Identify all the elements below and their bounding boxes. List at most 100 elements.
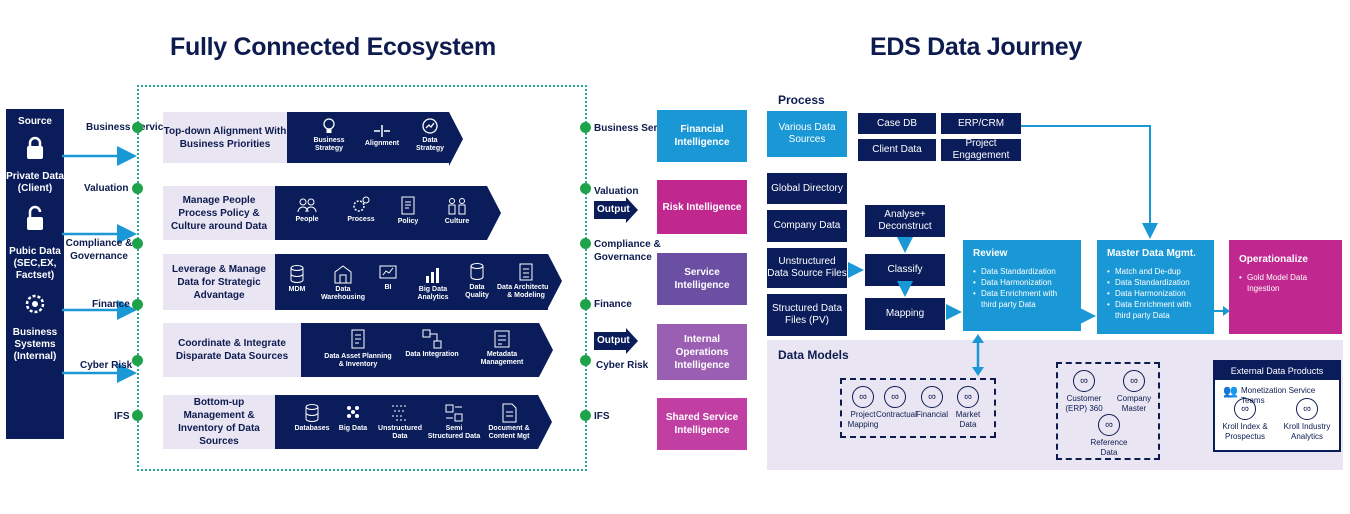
model-label: Financial (915, 410, 948, 419)
review-item: Data Harmonization (973, 277, 1071, 288)
lock-open-icon (6, 205, 64, 236)
operationalize-title: Operationalize (1239, 254, 1308, 265)
gears-icon (6, 292, 64, 321)
review-title: Review (973, 248, 1008, 259)
operationalize-stage: Operationalize Gold Model Data Ingestion (1229, 240, 1342, 334)
item-label: Culture (444, 218, 470, 225)
data-architecture-icon: Data Architecture & Modeling (495, 262, 557, 300)
item-label: Process (347, 216, 375, 223)
external-title: External Data Products (1215, 362, 1339, 380)
right-label-cyber-risk: Cyber Risk (596, 360, 649, 371)
row-label-coordinate: Coordinate & Integrate Disparate Data So… (163, 323, 301, 377)
left-label-ifs: IFS (114, 411, 130, 422)
review-item: Data Standardization (973, 266, 1071, 277)
infinity-icon: ∞ (1073, 370, 1095, 392)
shared-service-intelligence: Shared Service Intelligence (657, 398, 747, 450)
big-data-icon: Big Data (337, 403, 369, 433)
market-data-model: ∞Market Data (950, 386, 986, 430)
left-label-compliance: Compliance & Governance (65, 238, 133, 262)
infinity-icon: ∞ (1296, 398, 1318, 420)
item-label: Data Strategy (415, 137, 444, 152)
ecosystem-title: Fully Connected Ecosystem (170, 33, 496, 61)
analyse-deconstruct: Analyse+ Deconstruct (865, 205, 945, 237)
item-label: Policy (397, 218, 419, 225)
ecosystem-frame (137, 85, 587, 471)
source-header: Source (18, 116, 52, 127)
connector-dot (580, 183, 591, 194)
lock-closed-icon (6, 136, 64, 165)
model-label: Customer (ERP) 360 (1065, 394, 1103, 413)
output-arrow (594, 197, 638, 223)
big-data-analytics-icon: Big Data Analytics (411, 264, 455, 302)
data-quality-icon: Data Quality (459, 262, 495, 306)
right-label-ifs: IFS (594, 411, 610, 422)
warehouse-icon: Data Warehousing (319, 264, 367, 302)
source-panel: Source Private Data (Client) Pubic Data … (6, 109, 64, 439)
various-data-sources: Various Data Sources (767, 111, 847, 157)
unstructured-files: Unstructured Data Source Files (767, 248, 847, 288)
databases-icon: Databases (293, 403, 331, 433)
connector-dot (132, 122, 143, 133)
item-label: Semi Structured Data (427, 425, 481, 440)
journey-arrows (848, 125, 1158, 376)
item-label: Data Integration (405, 351, 459, 358)
people-icon: People (287, 196, 327, 224)
model-label: Contractual (876, 410, 917, 419)
external-label: Kroll Industry Analytics (1283, 422, 1331, 441)
connector-dot (580, 299, 591, 310)
to-operationalize-arrow (1212, 306, 1230, 316)
item-label: Data Quality (465, 284, 489, 299)
infinity-icon: ∞ (884, 386, 906, 408)
contractual-model: ∞ Contractual (876, 386, 917, 420)
process-gears-icon: Process (341, 196, 381, 224)
row-band-leverage: MDM Data Warehousing BI Big Data Analyti… (275, 254, 562, 310)
service-intelligence: Service Intelligence (657, 253, 747, 305)
right-label-business-services: Business Services (594, 123, 683, 134)
erp-crm: ERP/CRM (941, 113, 1021, 134)
source-public: Pubic Data (SEC,EX, Factset) (9, 246, 61, 281)
infinity-icon: ∞ (1234, 398, 1256, 420)
connector-dot (132, 299, 143, 310)
item-label: Alignment (364, 140, 400, 147)
client-data: Client Data (858, 139, 936, 161)
lightbulb-icon: Business Strategy (309, 117, 349, 153)
infinity-icon: ∞ (852, 386, 874, 408)
external-label: Kroll Index & Prospectus (1222, 422, 1268, 441)
mapping: Mapping (865, 298, 945, 330)
item-label: Document & Content Mgt (488, 425, 530, 440)
unstructured-data-icon: Unstructured Data (375, 403, 425, 441)
data-strategy-icon: Data Strategy (413, 117, 447, 153)
culture-icon: Culture (439, 196, 475, 226)
output-label: Output (597, 335, 630, 346)
left-label-business-services: Business Services (86, 122, 175, 133)
metadata-icon: Metadata Management (473, 329, 531, 367)
right-label-compliance: Compliance & Governance (594, 239, 661, 263)
connector-dot (580, 238, 591, 249)
financial-model: ∞Financial (914, 386, 950, 420)
item-label: Databases (294, 425, 330, 432)
project-mapping-model: ∞ Project Mapping (846, 386, 880, 430)
row-label-leverage: Leverage & Manage Data for Strategic Adv… (163, 254, 275, 310)
risk-intelligence: Risk Intelligence (657, 180, 747, 234)
global-directory: Global Directory (767, 173, 847, 204)
connector-dot (580, 355, 591, 366)
model-label: Company Master (1116, 394, 1152, 413)
item-label: Big Data Analytics (417, 286, 449, 301)
classify: Classify (865, 254, 945, 286)
model-label: Project Mapping (847, 410, 879, 429)
people-icon: 👥 (1223, 384, 1238, 398)
source-private: Private Data (Client) (6, 171, 64, 194)
item-label: People (295, 216, 319, 223)
policy-icon: Policy (393, 196, 423, 226)
row-label-people-process: Manage People Process Policy & Culture a… (163, 186, 275, 240)
row-band-bottom-up: Databases Big Data Unstructured Data Sem… (275, 395, 552, 449)
kroll-industry-item: ∞ Kroll Industry Analytics (1277, 398, 1337, 442)
item-label: Business Strategy (313, 137, 345, 152)
source-arrows (62, 146, 137, 383)
semi-structured-icon: Semi Structured Data (427, 403, 481, 441)
item-label: Data Architecture & Modeling (496, 284, 556, 299)
master-item: Data Standardization (1107, 277, 1204, 288)
left-label-finance: Finance (92, 299, 130, 310)
journey-title: EDS Data Journey (870, 33, 1082, 61)
left-label-valuation: Valuation (84, 183, 129, 194)
